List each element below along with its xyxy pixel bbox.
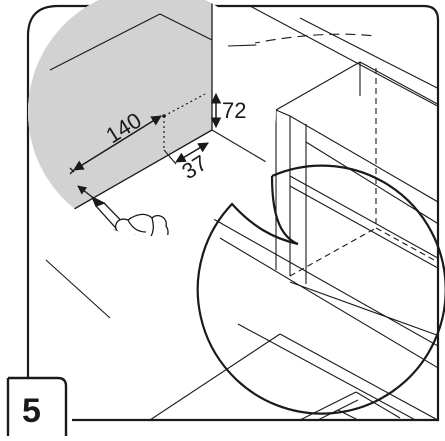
cabinet-drawing [45, 6, 438, 420]
step-badge: 5 [0, 376, 72, 436]
dimension-line-horizontal [73, 115, 162, 171]
dimension-line-depth [175, 142, 209, 163]
dimension-label-vertical: 72 [222, 98, 246, 123]
frame-border [58, 4, 440, 422]
drill-mark-left [69, 167, 75, 175]
step-number: 5 [22, 392, 41, 430]
magnifier-outline [196, 164, 445, 415]
magnifier-callout: 140 37 72 [28, 0, 445, 415]
drill-mark-right [162, 114, 166, 118]
frame-border-left [26, 4, 59, 378]
